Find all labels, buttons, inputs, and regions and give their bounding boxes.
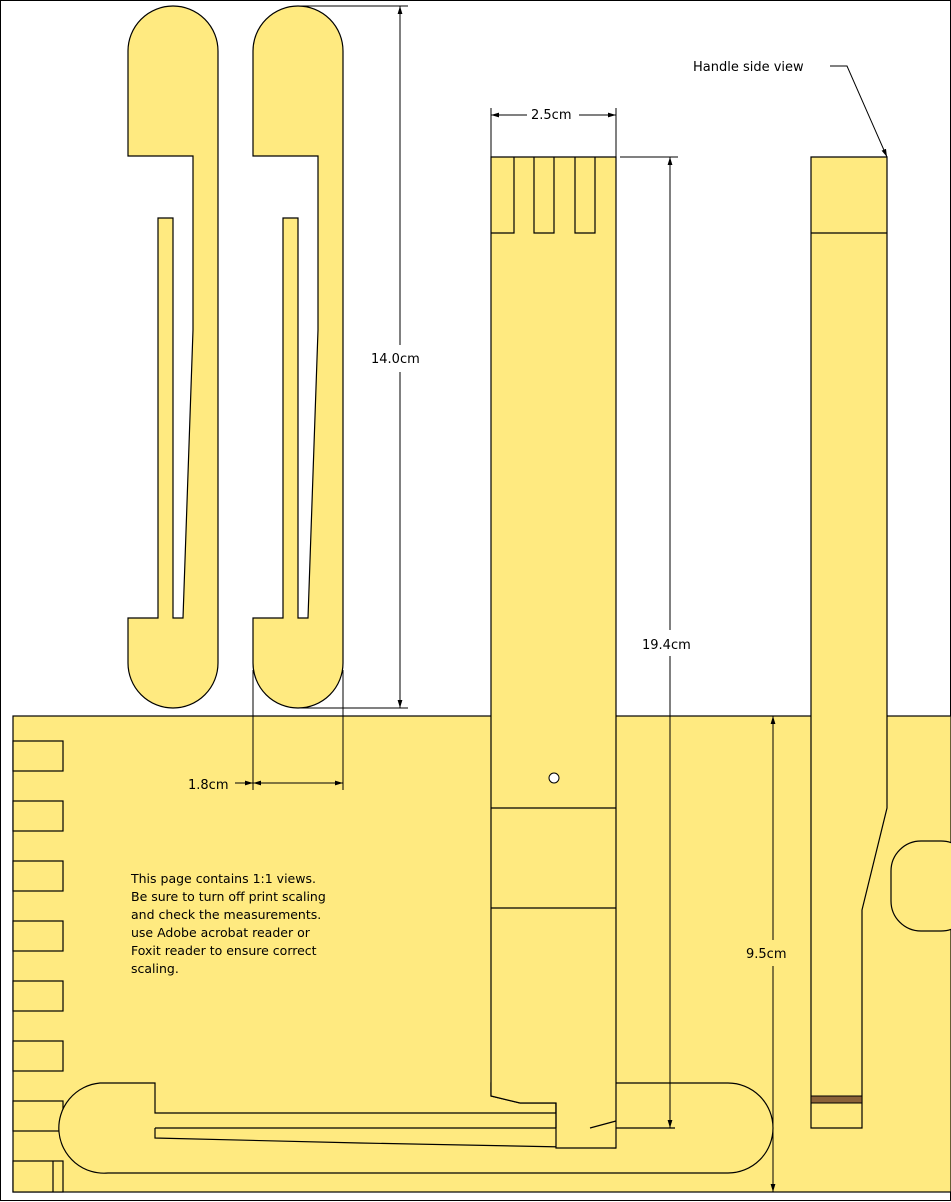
pivot-hole xyxy=(548,772,560,784)
svg-text:scaling.: scaling. xyxy=(131,961,179,976)
handle-slots xyxy=(491,157,596,234)
base-tabs xyxy=(12,740,64,1193)
handle-band xyxy=(810,1095,863,1104)
handle-side-view-label: Handle side view xyxy=(693,60,804,75)
svg-text:Foxit reader to ensure correct: Foxit reader to ensure correct xyxy=(131,943,317,958)
clip-left xyxy=(127,5,219,709)
print-note: This page contains 1:1 views. Be sure to… xyxy=(130,871,326,976)
handle-top-view xyxy=(490,156,617,1149)
right-cutout xyxy=(890,840,951,932)
base-height-dimension: 9.5cm xyxy=(746,947,787,962)
svg-text:This page contains 1:1 views.: This page contains 1:1 views. xyxy=(130,871,316,886)
leader-line xyxy=(830,65,888,158)
clip-right xyxy=(252,5,344,709)
svg-text:and check the measurements.: and check the measurements. xyxy=(131,907,321,922)
clip-length-dimension: 14.0cm xyxy=(371,352,420,367)
clip-width-dimension: 1.8cm xyxy=(188,778,229,793)
svg-text:Be sure to turn off print scal: Be sure to turn off print scaling xyxy=(131,889,326,904)
handle-width-dimension: 2.5cm xyxy=(531,108,572,123)
svg-text:use Adobe acrobat reader or: use Adobe acrobat reader or xyxy=(131,925,311,940)
handle-length-dimension: 19.4cm xyxy=(642,638,691,653)
